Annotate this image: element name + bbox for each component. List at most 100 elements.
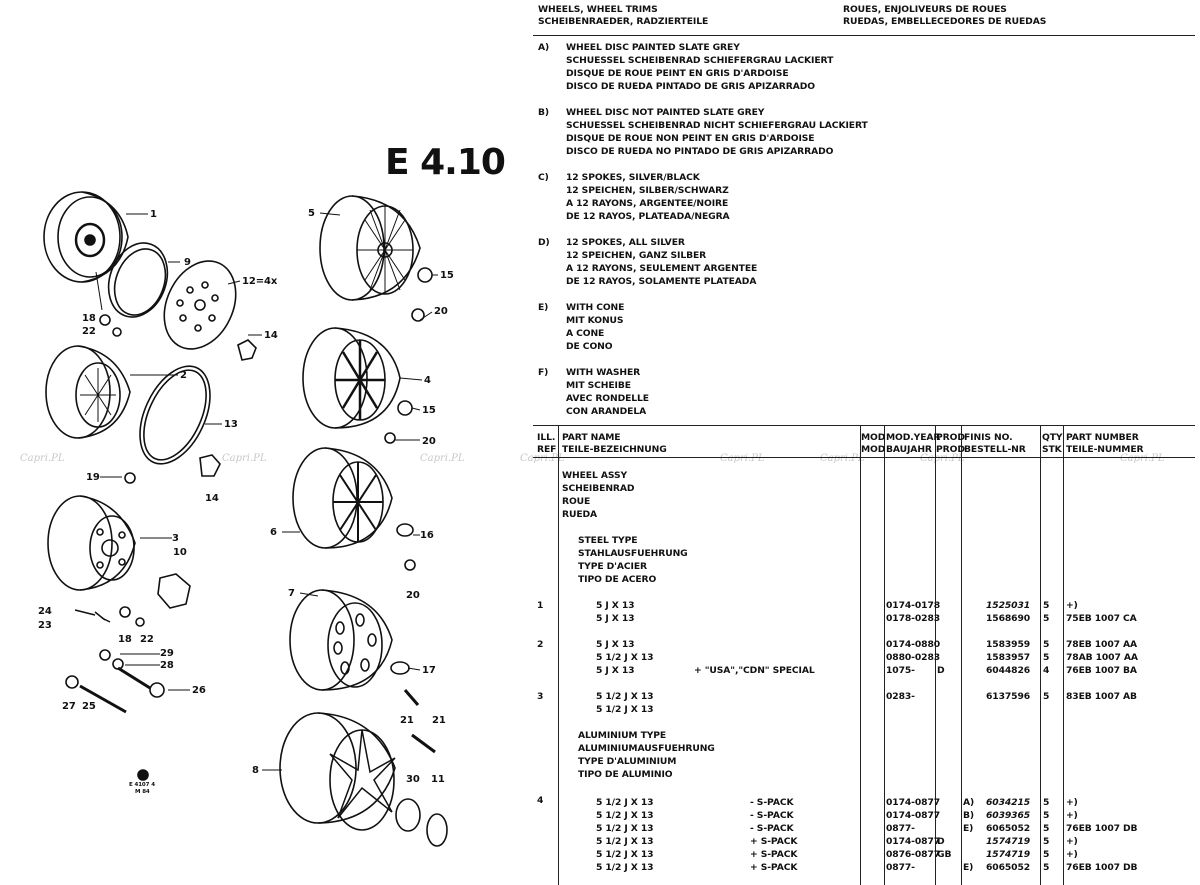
col-header-mod: MOD (861, 432, 886, 443)
wheel-8-drawing (279, 712, 396, 831)
section-aluminium: TIPO DE ALUMINIO (578, 769, 673, 780)
cell-qty: 5 (1043, 652, 1050, 663)
callout-8: 8 (252, 765, 259, 776)
cell-qty: 5 (1043, 797, 1050, 808)
cell-year: 0174-0880 (886, 639, 941, 650)
col-header-ill: ILL. (537, 432, 556, 443)
header-divider (533, 35, 1195, 36)
callout-28: 28 (160, 660, 174, 671)
cell-year: 0174-0178 (886, 600, 941, 611)
cell-part-number: 76EB 1007 DB (1066, 862, 1138, 873)
cell-part-number: +) (1066, 797, 1078, 808)
section-steel: TYPE D'ACIER (578, 561, 647, 572)
header-title-fr: ROUES, ENJOLIVEURS DE ROUES (843, 4, 1007, 15)
note-key-d: D) (538, 237, 550, 248)
note-key-e: E) (538, 302, 549, 313)
col-header-part-name-de: TEILE-BEZEICHNUNG (562, 444, 667, 455)
cell-name: 5 J X 13 (596, 613, 635, 624)
cell-year: 0876-0877 (886, 849, 941, 860)
note-key-b: B) (538, 107, 550, 118)
col-header-bestell: BESTELL-NR (964, 444, 1026, 455)
cell-finis: 6065052 (986, 862, 1031, 873)
col-header-part-name: PART NAME (562, 432, 621, 443)
note-b-line: WHEEL DISC NOT PAINTED SLATE GREY (566, 107, 765, 118)
note-c-line: 12 SPOKES, SILVER/BLACK (566, 172, 700, 183)
note-f-line: CON ARANDELA (566, 406, 647, 417)
section-aluminium: ALUMINIUMAUSFUEHRUNG (578, 743, 715, 754)
note-c-line: DE 12 RAYOS, PLATEADA/NEGRA (566, 211, 730, 222)
cell-name: 5 1/2 J X 13 (596, 849, 654, 860)
table-header-rule (533, 457, 1195, 458)
section-steel: STEEL TYPE (578, 535, 638, 546)
watermark: Capri.PL (420, 453, 465, 464)
cell-year: 0283- (886, 691, 915, 702)
col-header-qty: QTY (1042, 432, 1063, 443)
cell-part-number: +) (1066, 600, 1078, 611)
header-title-es: RUEDAS, EMBELLECEDORES DE RUEDAS (843, 16, 1047, 27)
cell-name: 5 J X 13 (596, 600, 635, 611)
cell-name: 5 J X 13 (596, 639, 635, 650)
callout-16: 16 (420, 530, 434, 541)
col-header-mod-year: MOD.YEAR (886, 432, 941, 443)
cell-finis: 1583957 (986, 652, 1031, 663)
col-header-stk: STK (1042, 444, 1062, 455)
cell-note: - S-PACK (750, 823, 794, 834)
note-d-line: 12 SPOKES, ALL SILVER (566, 237, 685, 248)
note-key-f: F) (538, 367, 549, 378)
watermark: Capri.PL (720, 453, 765, 464)
cell-qty: 5 (1043, 823, 1050, 834)
cell-name: 5 1/2 J X 13 (596, 704, 654, 715)
note-c-line: 12 SPEICHEN, SILBER/SCHWARZ (566, 185, 729, 196)
header-title-de: SCHEIBENRAEDER, RADZIERTEILE (538, 16, 709, 27)
exploded-wheel-diagram: E 4.10 (0, 0, 520, 885)
table-top-rule (533, 425, 1195, 426)
callout-20: 20 (434, 306, 448, 317)
cell-finis: 6044826 (986, 665, 1031, 676)
cell-prod: D (937, 836, 945, 847)
cell-qty: 5 (1043, 600, 1050, 611)
nut-14b-drawing (199, 454, 221, 477)
cell-name: 5 J X 13 (596, 665, 635, 676)
callout-30: 30 (406, 774, 420, 785)
note-a-line: WHEEL DISC PAINTED SLATE GREY (566, 42, 740, 53)
note-f-line: AVEC RONDELLE (566, 393, 649, 404)
group-title: RUEDA (562, 509, 598, 520)
cell-year: 0174-0877 (886, 810, 941, 821)
cell-finis: 1583959 (986, 639, 1031, 650)
cell-ref: 2 (537, 639, 544, 650)
trim-12-drawing (163, 260, 237, 350)
center-cap-10-drawing (157, 573, 191, 609)
callout-25: 25 (82, 701, 96, 712)
cell-finis: 1574719 (986, 836, 1031, 847)
callout-14b: 14 (205, 493, 219, 504)
hubcap-9-drawing (107, 242, 169, 318)
col-header-part-number: PART NUMBER (1066, 432, 1139, 443)
col-header-teile-nummer: TEILE-NUMMER (1066, 444, 1144, 455)
cell-qty: 5 (1043, 691, 1050, 702)
ring-13-drawing (139, 365, 211, 465)
callout-11: 11 (431, 774, 445, 785)
wheel-2-drawing (45, 345, 131, 439)
wheel-5-drawing (319, 195, 421, 301)
header-title-en: WHEELS, WHEEL TRIMS (538, 4, 658, 15)
cell-year: 0178-0283 (886, 613, 941, 624)
cell-finis: 1525031 (986, 600, 1031, 611)
cell-note: + "USA","CDN" SPECIAL (694, 665, 815, 676)
watermark: Capri.PL (1120, 453, 1165, 464)
watermark: Capri.PL (222, 453, 267, 464)
col-header-ref: REF (537, 444, 557, 455)
note-e-line: MIT KONUS (566, 315, 624, 326)
watermark: Capri.PL (820, 453, 865, 464)
note-a-line: SCHUESSEL SCHEIBENRAD SCHIEFERGRAU LACKI… (566, 55, 834, 66)
page-code: E 4.10 (385, 142, 506, 183)
col-header-baujahr: BAUJAHR (886, 444, 932, 455)
callout-2: 2 (180, 370, 187, 381)
cell-year: 0877- (886, 862, 915, 873)
cell-year: 0880-0283 (886, 652, 941, 663)
note-e-line: WITH CONE (566, 302, 625, 313)
cell-finis: 6034215 (986, 797, 1031, 808)
stamp-date: M 84 (135, 789, 150, 795)
cell-note: + S-PACK (750, 862, 798, 873)
cell-ref: 1 (537, 600, 544, 611)
